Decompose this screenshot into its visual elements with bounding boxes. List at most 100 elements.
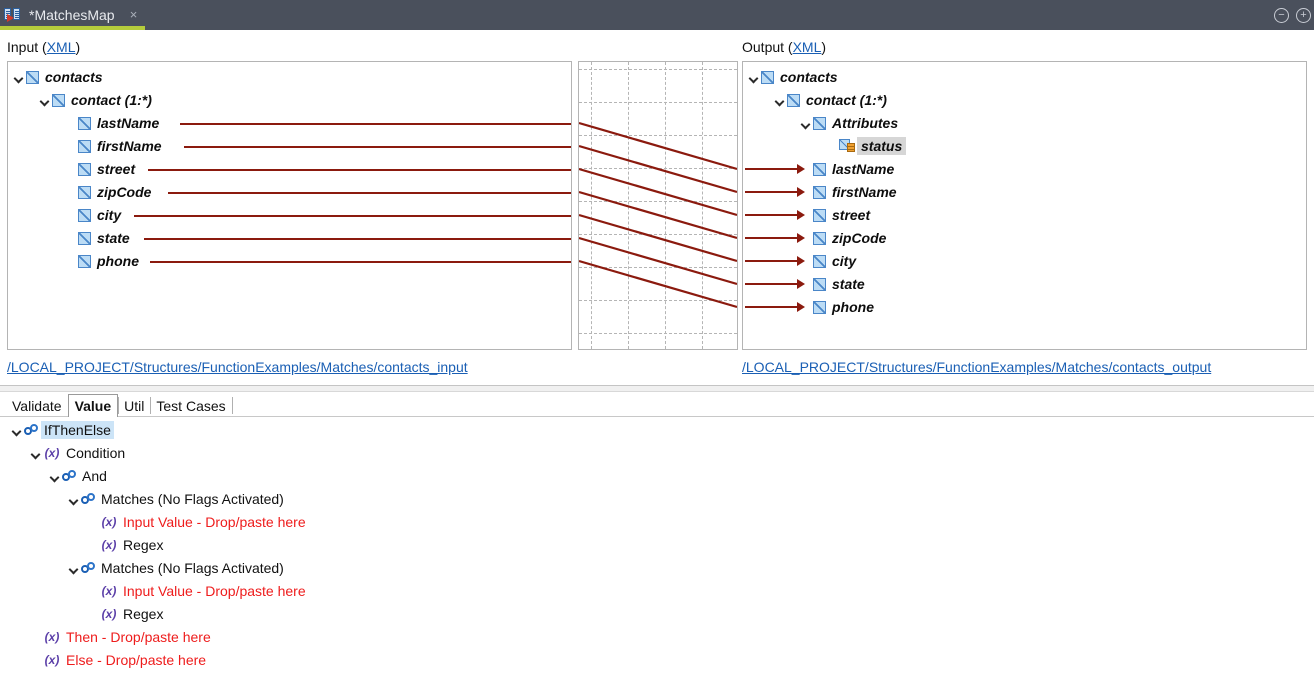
mapping-link[interactable] <box>579 144 737 194</box>
value-node-label: Else - Drop/paste here <box>66 652 207 668</box>
input-connector-stub <box>168 192 571 194</box>
editor-tab-matchesmap[interactable]: *MatchesMap <box>0 0 145 30</box>
input-tree-node[interactable]: phone <box>64 250 139 272</box>
mapping-canvas[interactable] <box>578 61 738 350</box>
chevron-down-icon[interactable] <box>799 112 813 134</box>
output-tree-node[interactable]: status <box>825 135 907 157</box>
output-xml-link[interactable]: XML <box>792 39 822 55</box>
output-header-close: ) <box>821 39 827 55</box>
variable-x-icon: (x) <box>44 630 60 644</box>
tab-value[interactable]: Value <box>67 394 119 417</box>
output-connector-stub <box>745 283 799 285</box>
input-panel-header: Input (XML) <box>7 39 80 55</box>
input-tree-node[interactable]: city <box>64 204 121 226</box>
output-tree-node[interactable]: street <box>799 204 870 226</box>
mapping-link[interactable] <box>579 121 737 171</box>
input-tree-node[interactable]: contacts <box>12 66 103 88</box>
value-tree-node[interactable]: (x)Input Value - Drop/paste here <box>86 580 306 602</box>
mapping-link[interactable] <box>579 213 737 263</box>
output-tree-node[interactable]: contact (1:*) <box>773 89 887 111</box>
tree-indent-spacer <box>64 181 78 203</box>
input-node-label: contact (1:*) <box>71 92 152 108</box>
xml-element-icon <box>26 70 39 84</box>
chevron-down-icon[interactable] <box>38 89 52 111</box>
value-tree-node[interactable]: Matches (No Flags Activated) <box>67 557 284 579</box>
input-tree-node[interactable]: zipCode <box>64 181 151 203</box>
input-path-link[interactable]: /LOCAL_PROJECT/Structures/FunctionExampl… <box>7 359 468 375</box>
maximize-icon[interactable]: + <box>1296 8 1311 23</box>
chevron-down-icon[interactable] <box>67 488 81 510</box>
mapping-link[interactable] <box>579 167 737 217</box>
input-connector-stub <box>148 169 571 171</box>
connector-arrowhead <box>797 302 805 312</box>
value-tree-node[interactable]: Matches (No Flags Activated) <box>67 488 284 510</box>
value-tree-node[interactable]: (x)Regex <box>86 534 164 556</box>
output-tree-node[interactable]: state <box>799 273 865 295</box>
connector-arrowhead <box>797 164 805 174</box>
input-tree-node[interactable]: contact (1:*) <box>38 89 152 111</box>
input-connector-stub <box>184 146 571 148</box>
value-tree-node[interactable]: (x) Then - Drop/paste here <box>29 626 211 648</box>
output-tree-node[interactable]: Attributes <box>799 112 898 134</box>
connector-arrowhead <box>797 279 805 289</box>
connector-arrowhead <box>797 187 805 197</box>
tab-test-cases[interactable]: Test Cases <box>156 397 226 414</box>
xml-element-icon <box>761 70 774 84</box>
mapping-link[interactable] <box>579 259 737 309</box>
output-node-label: city <box>832 253 857 269</box>
chevron-down-icon[interactable] <box>12 66 26 88</box>
output-path-link[interactable]: /LOCAL_PROJECT/Structures/FunctionExampl… <box>742 359 1212 375</box>
tree-indent-spacer <box>799 296 813 318</box>
output-tree-node[interactable]: phone <box>799 296 874 318</box>
input-node-label: state <box>97 230 130 246</box>
value-node-label: Then - Drop/paste here <box>66 629 211 645</box>
tab-validate[interactable]: Validate <box>12 397 62 414</box>
tree-indent-spacer <box>799 250 813 272</box>
mapping-link[interactable] <box>579 236 737 286</box>
input-tree-node[interactable]: state <box>64 227 130 249</box>
xml-attribute-icon <box>839 139 856 153</box>
input-tree-node[interactable]: lastName <box>64 112 159 134</box>
xml-element-icon <box>78 116 91 130</box>
input-xml-link[interactable]: XML <box>46 39 76 55</box>
value-tree-node[interactable]: IfThenElse <box>10 419 114 441</box>
output-tree-node[interactable]: zipCode <box>799 227 886 249</box>
output-tree-node[interactable]: contacts <box>747 66 838 88</box>
chevron-down-icon[interactable] <box>29 442 43 464</box>
chevron-down-icon[interactable] <box>10 419 24 441</box>
output-tree-node[interactable]: city <box>799 250 856 272</box>
input-node-label: zipCode <box>97 184 152 200</box>
chevron-down-icon[interactable] <box>48 465 62 487</box>
xml-element-icon <box>813 208 826 222</box>
grid-line-horizontal <box>579 267 737 268</box>
chevron-down-icon[interactable] <box>773 89 787 111</box>
tab-separator <box>150 397 152 414</box>
output-connector-stub <box>745 237 799 239</box>
chevron-down-icon[interactable] <box>747 66 761 88</box>
value-node-label: IfThenElse <box>41 421 114 439</box>
chevron-down-icon[interactable] <box>67 557 81 579</box>
panel-splitter[interactable] <box>0 385 1314 392</box>
tab-util[interactable]: Util <box>124 397 145 414</box>
tree-indent-spacer <box>799 204 813 226</box>
close-icon[interactable]: × <box>129 7 138 22</box>
output-tree-node[interactable]: firstName <box>799 181 897 203</box>
minimize-icon[interactable]: − <box>1274 8 1289 23</box>
value-tree-node[interactable]: (x)Condition <box>29 442 126 464</box>
output-tree-node[interactable]: lastName <box>799 158 894 180</box>
variable-x-icon: (x) <box>101 538 117 552</box>
value-tree-node[interactable]: (x)Regex <box>86 603 164 625</box>
mapping-link[interactable] <box>579 190 737 240</box>
tree-indent-spacer <box>29 626 43 648</box>
tree-indent-spacer <box>64 227 78 249</box>
tree-indent-spacer <box>86 511 100 533</box>
value-tree-node[interactable]: And <box>48 465 107 487</box>
input-tree-node[interactable]: street <box>64 158 135 180</box>
input-tree-node[interactable]: firstName <box>64 135 162 157</box>
value-tree-node[interactable]: (x)Else - Drop/paste here <box>29 649 206 671</box>
xml-element-icon <box>78 208 91 222</box>
value-tree-node[interactable]: (x)Input Value - Drop/paste here <box>86 511 306 533</box>
